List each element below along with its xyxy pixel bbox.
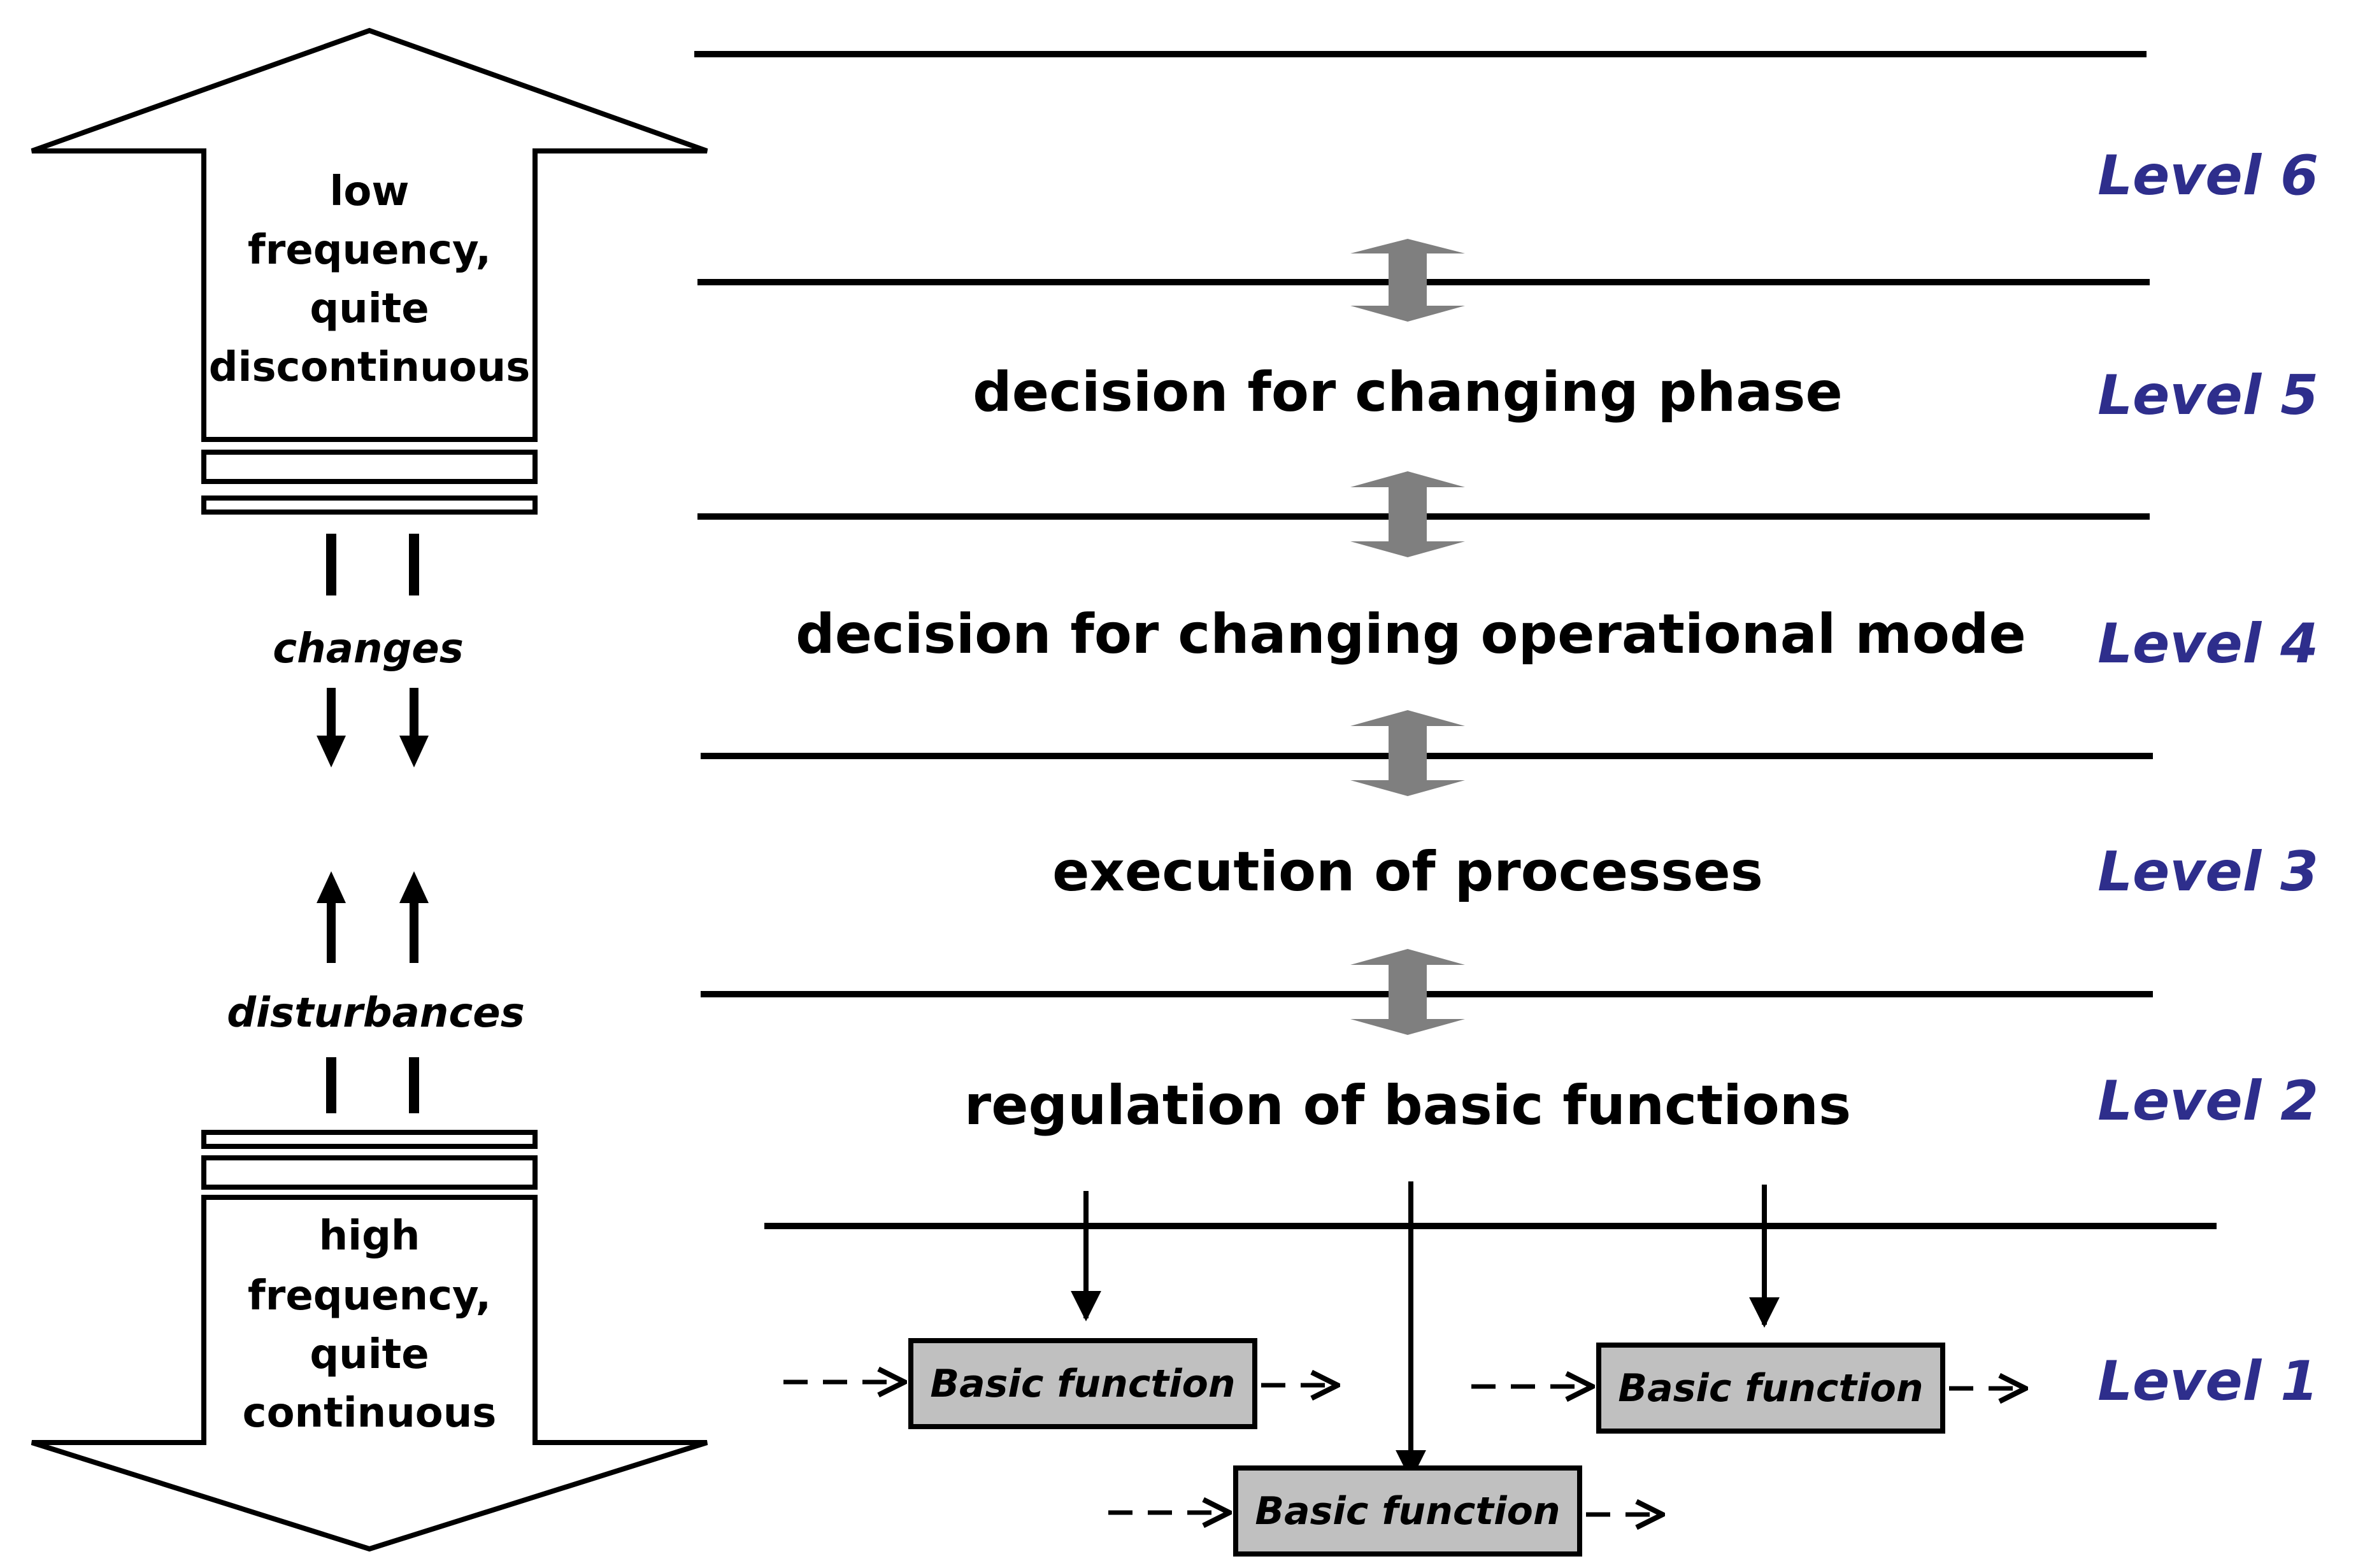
high-frequency-arrow: high frequency, quite continuous: [31, 1130, 708, 1552]
double-arrow-icon: [1350, 471, 1465, 557]
layer-connectors: [1350, 239, 1465, 1035]
changes-arrows: changes: [273, 534, 464, 767]
basic-function-label: Basic function: [1255, 1489, 1560, 1534]
basic-function-label: Basic function: [1618, 1366, 1923, 1411]
high-arrow-line-1: high: [319, 1213, 420, 1260]
level-1-label: Level 1: [2097, 1350, 2318, 1413]
high-arrow-line-3: quite: [310, 1331, 429, 1378]
level-2-label: Level 2: [2097, 1069, 2318, 1133]
changes-label: changes: [273, 625, 464, 673]
level-3-label: Level 3: [2097, 840, 2318, 904]
level-4-label: Level 4: [2097, 612, 2318, 676]
low-arrow-line-4: discontinuous: [209, 344, 531, 391]
level-5-label: Level 5: [2097, 364, 2318, 427]
level-labels: Level 6 Level 5 Level 4 Level 3 Level 2 …: [2097, 144, 2318, 1413]
double-arrow-icon: [1350, 239, 1465, 322]
layer-3-description: execution of processes: [1052, 840, 1763, 904]
low-arrow-line-3: quite: [310, 285, 429, 332]
basic-function-3: Basic function: [1108, 1465, 1662, 1557]
disturbances-arrows: disturbances: [227, 871, 525, 1113]
low-frequency-arrow: low frequency, quite discontinuous: [31, 27, 708, 515]
layer-descriptions: decision for changing phase decision for…: [796, 360, 2026, 1137]
control-arrows: [1071, 1181, 1780, 1481]
low-arrow-line-1: low: [329, 168, 409, 215]
low-arrow-line-2: frequency,: [248, 227, 491, 274]
double-arrow-icon: [1350, 710, 1465, 796]
disturbances-label: disturbances: [227, 990, 525, 1037]
level-6-label: Level 6: [2097, 144, 2318, 208]
high-arrow-line-2: frequency,: [248, 1272, 491, 1320]
basic-function-1: Basic function: [783, 1338, 1338, 1429]
layer-2-description: regulation of basic functions: [964, 1074, 1851, 1137]
layer-5-description: decision for changing phase: [973, 360, 1843, 424]
basic-function-2: Basic function: [1471, 1343, 2025, 1434]
layer-4-description: decision for changing operational mode: [796, 602, 2026, 666]
high-arrow-line-4: continuous: [243, 1390, 497, 1437]
basic-function-label: Basic function: [930, 1362, 1235, 1406]
double-arrow-icon: [1350, 949, 1465, 1035]
